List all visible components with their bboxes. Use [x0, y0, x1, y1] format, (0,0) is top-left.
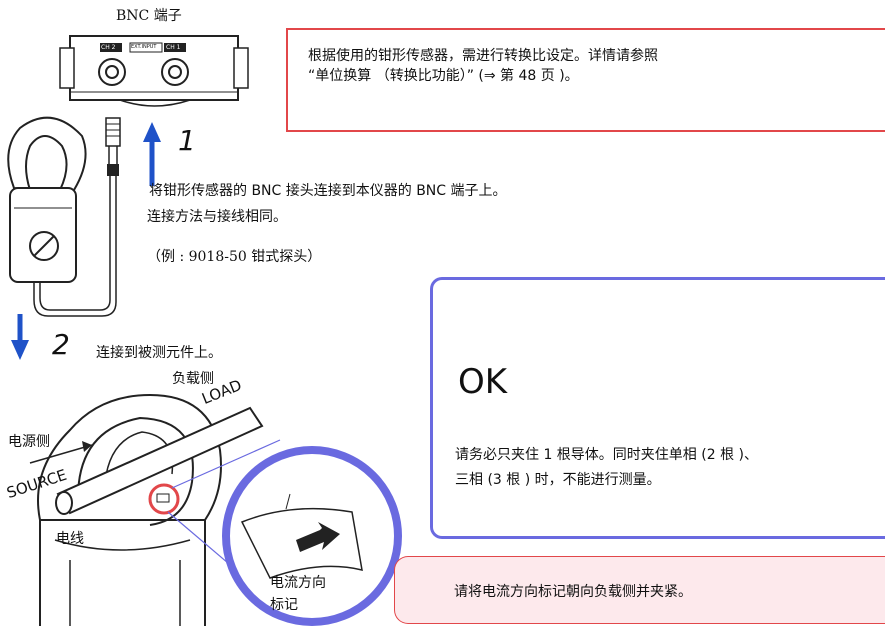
arrow-down-icon [11, 314, 29, 360]
step-1-example: （例 : 9018-50 钳式探头） [147, 249, 322, 265]
single-conductor-box [430, 277, 885, 539]
step-1-number: 1 [178, 124, 196, 157]
magnified-mark [222, 446, 402, 626]
bnc-terminal-label: BNC 端子 [116, 8, 182, 24]
ch1-connector [161, 58, 189, 86]
ext-input-label: EXT.INPUT [131, 44, 157, 50]
ch1-label: CH 1 [166, 44, 181, 51]
arrow-up-icon [143, 122, 161, 186]
conductor-warning-text: 请务必只夹住 1 根导体。同时夹住单相 (2 根 )、 三相 (3 根 ) 时，… [455, 447, 758, 488]
load-side-label: 负载侧 [172, 371, 214, 387]
highlight-circle [148, 483, 180, 515]
probe-cable [33, 117, 121, 317]
top-note-box: 根据使用的钳形传感器，需进行转换比设定。详情请参照 “单位换算 （转换比功能）”… [286, 28, 885, 132]
wire-label: 电线 [56, 531, 84, 547]
wire [55, 406, 264, 515]
top-note-text: 根据使用的钳形传感器，需进行转换比设定。详情请参照 “单位换算 （转换比功能）”… [308, 48, 658, 84]
current-direction-label: 电流方向 标记 [270, 575, 326, 613]
clamp-direction-note: 请将电流方向标记朝向负载侧并夹紧。 [454, 584, 692, 600]
step-2-title: 连接到被测元件上。 [96, 345, 222, 361]
clamp-probe [7, 116, 87, 283]
power-side-label: 电源侧 [8, 434, 50, 450]
ok-label: OK [458, 362, 508, 402]
instrument-bnc-panel [59, 35, 249, 107]
step-2-number: 2 [52, 328, 70, 361]
ch2-connector [98, 58, 126, 86]
step-1-subtext: 连接方法与接线相同。 [147, 209, 287, 225]
step-1-title: 将钳形传感器的 BNC 接头连接到本仪器的 BNC 端子上。 [149, 183, 507, 199]
clamp-direction-note-box [394, 556, 885, 624]
ch2-label: CH 2 [101, 44, 116, 51]
